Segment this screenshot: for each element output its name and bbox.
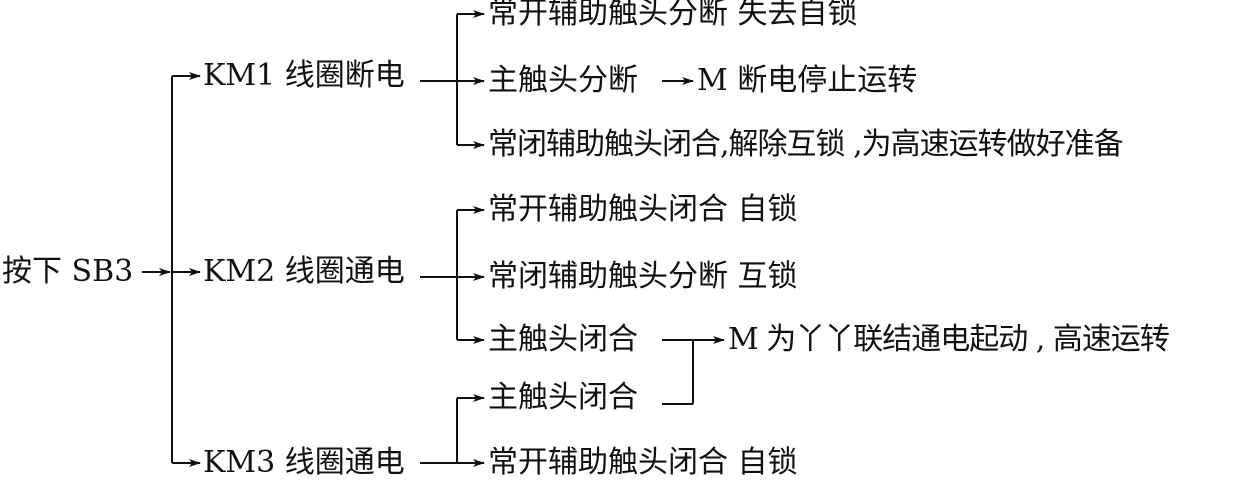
km3-coil-label: KM3 线圈通电 — [203, 445, 405, 480]
km2-coil-label: KM2 线圈通电 — [203, 254, 405, 289]
km1-item-2: 主触头分断 — [488, 63, 638, 98]
result-label: M 为丫丫联结通电起动 , 高速运转 — [728, 322, 1170, 357]
km1-coil-label: KM1 线圈断电 — [203, 58, 405, 93]
km1-motor-label: M 断电停止运转 — [697, 63, 918, 98]
km2-item-2: 常闭辅助触头分断 互锁 — [488, 259, 798, 294]
km2-item-1: 常开辅助触头闭合 自锁 — [488, 192, 798, 227]
km1-item-1: 常开辅助触头分断 失去自锁 — [488, 0, 858, 31]
km3-item-1: 主触头闭合 — [488, 380, 638, 415]
km3-item-2: 常开辅助触头闭合 自锁 — [488, 445, 798, 480]
root-label: 按下 SB3 — [2, 254, 134, 289]
km2-item-3: 主触头闭合 — [488, 322, 638, 357]
km1-item-3: 常闭辅助触头闭合,解除互锁 ,为高速运转做好准备 — [488, 127, 1124, 162]
